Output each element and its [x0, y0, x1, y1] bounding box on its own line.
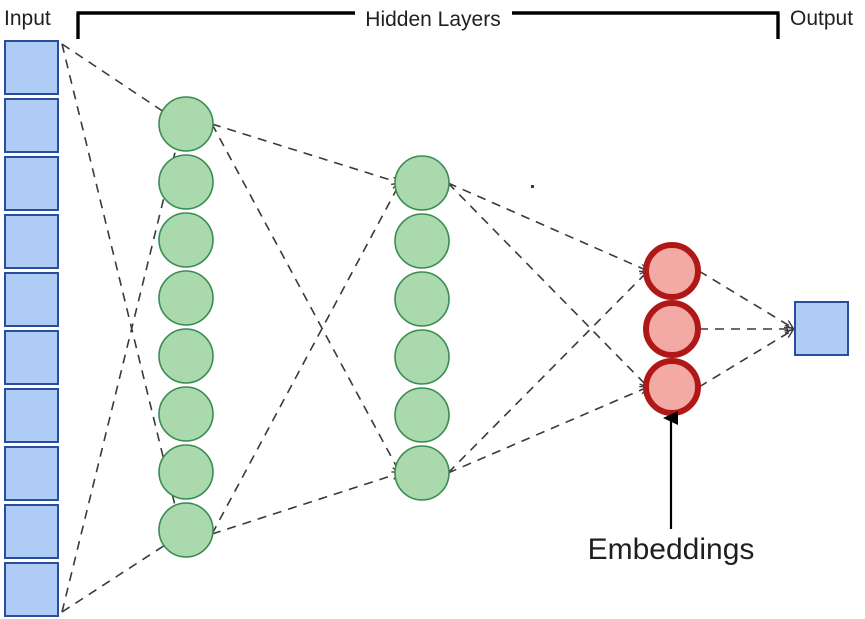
edge: [698, 330, 793, 388]
embeddings-label: Embeddings: [588, 533, 755, 566]
edge: [211, 123, 400, 473]
edge: [61, 534, 182, 613]
connection-edges: [61, 43, 793, 613]
input-node: [4, 40, 59, 95]
hidden-node: [158, 328, 214, 384]
hidden-node: [158, 96, 214, 152]
hidden-node: [394, 155, 450, 211]
hidden-node: [158, 444, 214, 500]
edge: [61, 124, 182, 613]
embedding-node: [643, 300, 701, 358]
input-node: [4, 446, 59, 501]
artifact-dot: [531, 185, 534, 188]
hidden-node: [394, 329, 450, 385]
input-label: Input: [4, 7, 51, 30]
hidden-node: [158, 386, 214, 442]
input-node: [4, 330, 59, 385]
embedding-node: [643, 242, 701, 300]
embedding-node: [643, 358, 701, 416]
stray-dot-artifact: [531, 185, 534, 188]
input-node: [4, 214, 59, 269]
hidden-layers-bracket: [76, 11, 780, 39]
edge: [698, 270, 793, 328]
input-node: [4, 504, 59, 559]
edge: [211, 183, 400, 535]
input-node: [4, 98, 59, 153]
hidden-node: [158, 212, 214, 268]
hidden-node: [394, 213, 450, 269]
output-node: [794, 301, 849, 356]
hidden-node: [394, 271, 450, 327]
edge: [211, 123, 400, 183]
edge: [447, 182, 648, 271]
input-node: [4, 562, 59, 617]
hidden-node: [158, 270, 214, 326]
hidden-node: [158, 502, 214, 558]
hidden-node: [394, 445, 450, 501]
hidden-node: [158, 154, 214, 210]
network-nodes: [4, 40, 849, 617]
edge: [211, 473, 400, 535]
output-label: Output: [790, 7, 853, 30]
hidden-layers-label: Hidden Layers: [365, 8, 500, 31]
edge: [447, 182, 648, 387]
edge: [447, 387, 648, 474]
edge: [61, 43, 182, 534]
hidden-node: [394, 387, 450, 443]
edge: [447, 271, 648, 474]
input-node: [4, 272, 59, 327]
input-node: [4, 156, 59, 211]
input-node: [4, 388, 59, 443]
